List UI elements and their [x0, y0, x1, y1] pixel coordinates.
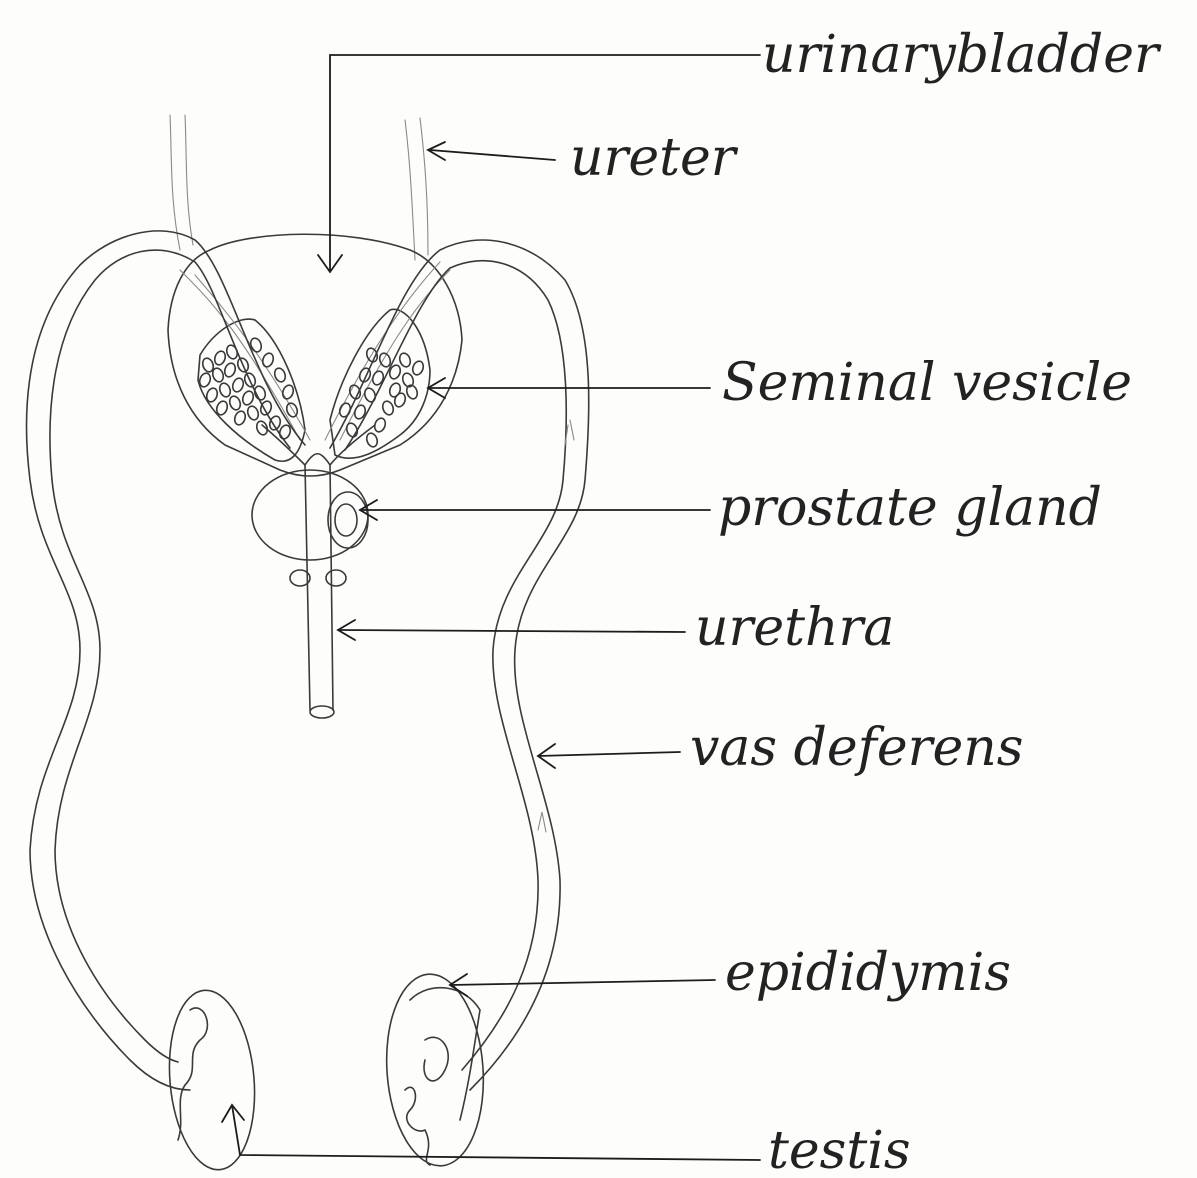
vesicle-oval [241, 390, 255, 407]
vas-deferens-right [330, 240, 589, 1090]
label-ureter: ureter [570, 128, 739, 188]
ureters [170, 115, 428, 260]
vesicle-oval [246, 405, 260, 422]
vesicle-oval [213, 350, 227, 367]
label-prostate-gland: prostate gland [718, 478, 1102, 538]
label-seminal-vesicle: Seminal vesicle [722, 353, 1132, 413]
vesicle-oval [363, 387, 377, 404]
vesicle-oval [228, 395, 242, 412]
vesicle-oval [268, 415, 282, 432]
epididymis [410, 988, 480, 1120]
vesicle-oval [223, 362, 237, 379]
seminal-vesicle-ovals [198, 337, 425, 449]
vesicle-oval [255, 420, 269, 437]
vesicle-oval [261, 352, 275, 369]
urinary-bladder [168, 234, 462, 476]
vesicle-oval [388, 382, 402, 399]
prostate-gland [252, 470, 368, 586]
label-vas-deferens: vas deferens [690, 718, 1023, 778]
vesicle-oval [281, 384, 295, 401]
label-urethra: urethra [695, 598, 894, 658]
label-urinary-bladder: urinarybladder [762, 25, 1162, 85]
vesicle-oval [381, 400, 395, 417]
vesicle-oval [365, 432, 379, 449]
leader-lines [222, 55, 760, 1160]
vesicle-oval [398, 352, 412, 369]
vesicle-oval [393, 392, 407, 409]
vesicle-oval [411, 360, 425, 377]
testis-left [162, 987, 261, 1174]
label-epididymis: epididymis [725, 943, 1011, 1003]
vesicle-oval [218, 382, 232, 399]
vesicle-oval [231, 377, 245, 394]
vesicle-oval [233, 410, 247, 427]
vesicle-oval [371, 370, 385, 387]
label-testis: testis [768, 1121, 911, 1178]
